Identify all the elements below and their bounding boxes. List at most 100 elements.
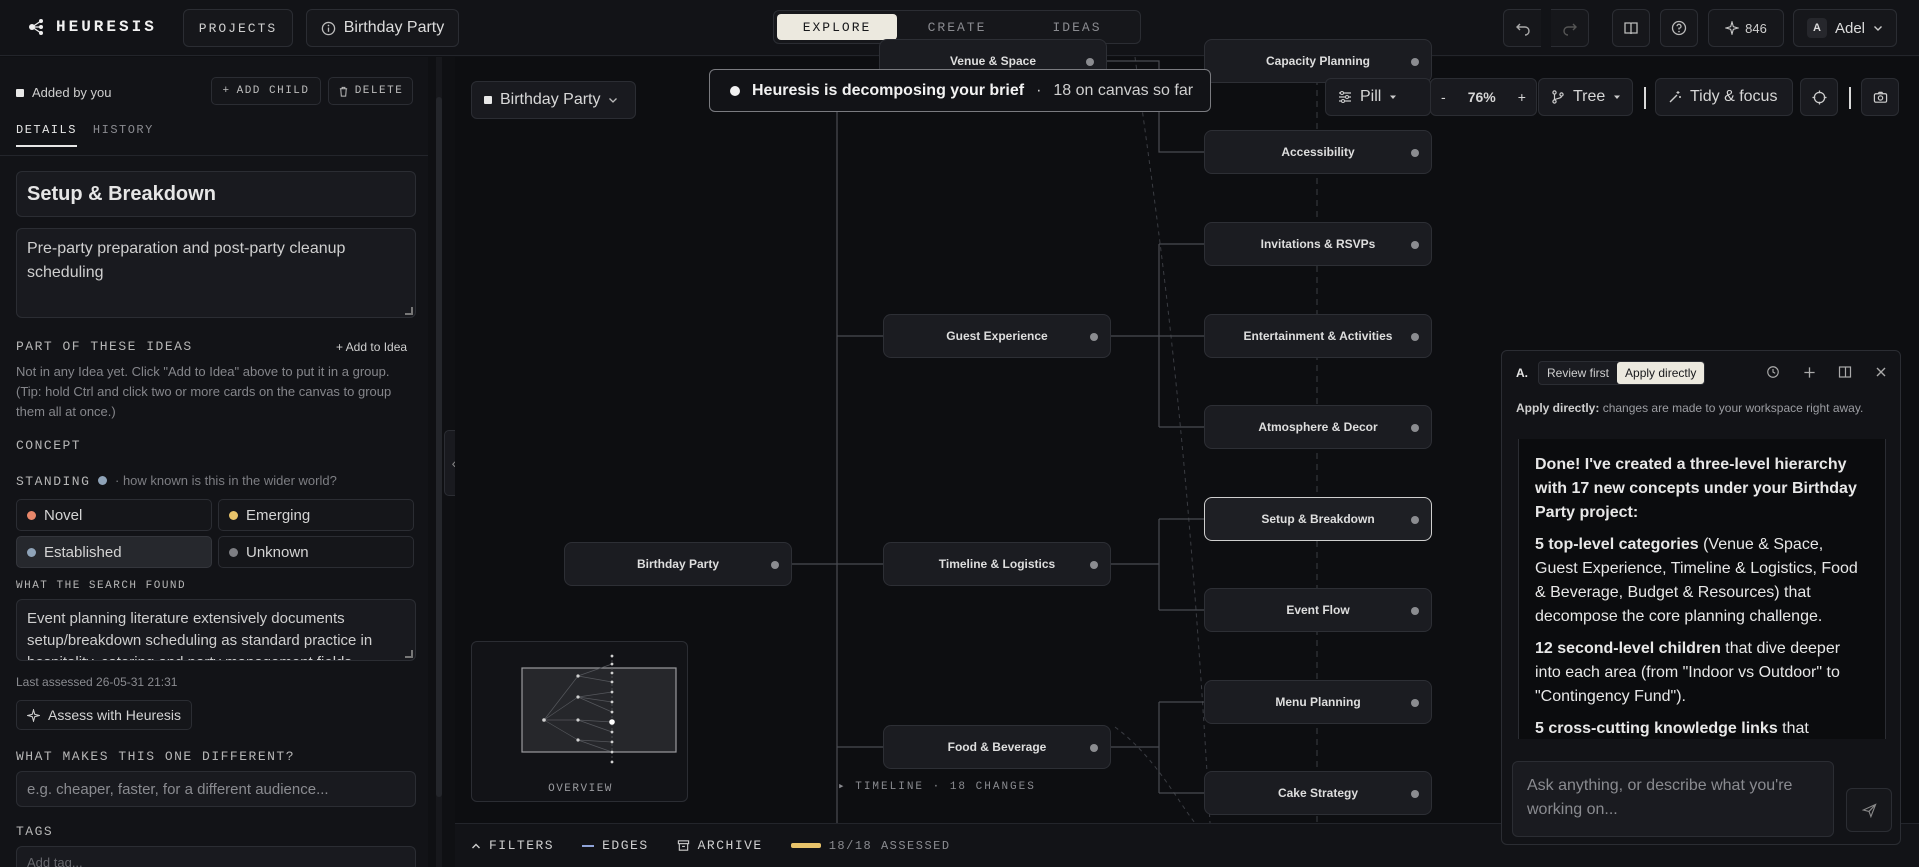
app-logo[interactable]: HEURESIS bbox=[26, 17, 157, 37]
node-event-flow[interactable]: Event Flow bbox=[1204, 588, 1432, 632]
concept-section-label: CONCEPT bbox=[16, 438, 82, 453]
node-handle-icon[interactable] bbox=[1411, 149, 1419, 157]
chat-header-actions bbox=[1764, 363, 1890, 381]
node-handle-icon[interactable] bbox=[1411, 333, 1419, 341]
tab-explore[interactable]: EXPLORE bbox=[777, 14, 897, 40]
node-cake-strategy[interactable]: Cake Strategy bbox=[1204, 771, 1432, 815]
project-selector[interactable]: Birthday Party bbox=[471, 81, 636, 119]
node-handle-icon[interactable] bbox=[1090, 561, 1098, 569]
timeline-toggle[interactable]: ▸ TIMELINE · 18 CHANGES bbox=[838, 781, 1036, 793]
layout-dropdown[interactable]: Tree bbox=[1538, 78, 1633, 116]
concept-details-panel: Added by you + ADD CHILD DELETE DETAILS … bbox=[0, 57, 428, 867]
edges-button[interactable]: EDGES bbox=[582, 838, 649, 853]
undo-button[interactable] bbox=[1503, 9, 1541, 47]
minimap[interactable]: OVERVIEW bbox=[471, 641, 688, 802]
node-label: Entertainment & Activities bbox=[1243, 329, 1393, 343]
new-chat-button[interactable] bbox=[1800, 363, 1818, 381]
point-2-text: that dive deeper into each area (from "I… bbox=[1535, 640, 1841, 705]
node-invitations-rsvps[interactable]: Invitations & RSVPs bbox=[1204, 222, 1432, 266]
node-timeline-logistics[interactable]: Timeline & Logistics bbox=[883, 542, 1111, 586]
node-handle-icon[interactable] bbox=[1086, 58, 1094, 66]
docs-button[interactable] bbox=[1612, 9, 1650, 47]
left-panel-scrollbar[interactable] bbox=[436, 57, 442, 867]
tab-create[interactable]: CREATE bbox=[927, 19, 987, 35]
node-atmosphere-decor[interactable]: Atmosphere & Decor bbox=[1204, 405, 1432, 449]
view-mode-dropdown[interactable]: Pill bbox=[1325, 78, 1431, 116]
node-label: Food & Beverage bbox=[947, 740, 1047, 754]
node-handle-icon[interactable] bbox=[1411, 607, 1419, 615]
resize-grip-icon[interactable] bbox=[405, 307, 413, 315]
help-button[interactable] bbox=[1660, 9, 1698, 47]
node-setup-breakdown[interactable]: Setup & Breakdown bbox=[1204, 497, 1432, 541]
help-icon bbox=[1671, 20, 1687, 36]
send-button[interactable] bbox=[1846, 788, 1892, 832]
node-handle-icon[interactable] bbox=[1411, 424, 1419, 432]
credits-button[interactable]: 846 bbox=[1708, 9, 1784, 47]
concept-description-input[interactable]: Pre-party preparation and post-party cle… bbox=[16, 228, 416, 318]
add-to-idea-button[interactable]: + Add to Idea bbox=[336, 340, 408, 354]
standing-option-emerging[interactable]: Emerging bbox=[218, 499, 414, 531]
details-tabs: DETAILS HISTORY bbox=[16, 123, 154, 147]
close-chat-button[interactable] bbox=[1872, 363, 1890, 381]
search-found-text[interactable]: Event planning literature extensively do… bbox=[16, 599, 416, 661]
archive-label: ARCHIVE bbox=[697, 838, 763, 853]
standing-option-unknown[interactable]: Unknown bbox=[218, 536, 414, 568]
standing-option-established[interactable]: Established bbox=[16, 536, 212, 568]
zoom-out-button[interactable]: - bbox=[1441, 89, 1446, 105]
tidy-focus-button[interactable]: Tidy & focus bbox=[1655, 78, 1793, 116]
apply-directly-option[interactable]: Apply directly bbox=[1617, 362, 1705, 384]
projects-button[interactable]: PROJECTS bbox=[183, 9, 293, 47]
scrollbar-thumb[interactable] bbox=[436, 97, 442, 797]
node-handle-icon[interactable] bbox=[1411, 241, 1419, 249]
node-handle-icon[interactable] bbox=[1090, 333, 1098, 341]
tab-history[interactable]: HISTORY bbox=[92, 123, 154, 137]
standing-label: STANDING bbox=[16, 474, 91, 489]
project-info-button[interactable]: Birthday Party bbox=[306, 9, 459, 47]
standing-option-novel[interactable]: Novel bbox=[16, 499, 212, 531]
node-handle-icon[interactable] bbox=[1411, 516, 1419, 524]
target-icon bbox=[1811, 89, 1827, 105]
tab-details[interactable]: DETAILS bbox=[16, 123, 77, 147]
node-food-beverage[interactable]: Food & Beverage bbox=[883, 725, 1111, 769]
redo-button[interactable] bbox=[1551, 9, 1589, 47]
standing-hint-text: · how known is this in the wider world? bbox=[115, 473, 337, 488]
chat-input[interactable]: Ask anything, or describe what you're wo… bbox=[1512, 761, 1834, 837]
node-handle-icon[interactable] bbox=[1411, 790, 1419, 798]
add-child-button[interactable]: + ADD CHILD bbox=[211, 77, 321, 105]
node-guest-experience[interactable]: Guest Experience bbox=[883, 314, 1111, 358]
node-entertainment-activities[interactable]: Entertainment & Activities bbox=[1204, 314, 1432, 358]
node-menu-planning[interactable]: Menu Planning bbox=[1204, 680, 1432, 724]
different-input[interactable]: e.g. cheaper, faster, for a different au… bbox=[16, 771, 416, 807]
avatar: A bbox=[1806, 18, 1827, 38]
node-capacity-planning[interactable]: Capacity Planning bbox=[1204, 39, 1432, 83]
minimap-graph bbox=[521, 654, 677, 764]
assess-button[interactable]: Assess with Heuresis bbox=[16, 700, 192, 730]
tab-ideas[interactable]: IDEAS bbox=[1052, 19, 1102, 35]
mode-note-bold: Apply directly: bbox=[1516, 401, 1600, 415]
node-handle-icon[interactable] bbox=[771, 561, 779, 569]
snapshot-button[interactable] bbox=[1861, 78, 1899, 116]
node-handle-icon[interactable] bbox=[1090, 744, 1098, 752]
history-button[interactable] bbox=[1764, 363, 1782, 381]
last-assessed: Last assessed 26-05-31 21:31 bbox=[16, 675, 178, 689]
resize-grip-icon[interactable] bbox=[405, 650, 413, 658]
node-birthday-party[interactable]: Birthday Party bbox=[564, 542, 792, 586]
dock-button[interactable] bbox=[1836, 363, 1854, 381]
recenter-button[interactable] bbox=[1800, 78, 1838, 116]
node-handle-icon[interactable] bbox=[1411, 58, 1419, 66]
point-3-text: that connect related concepts across dif… bbox=[1782, 720, 1809, 737]
review-first-option[interactable]: Review first bbox=[1547, 366, 1610, 380]
node-accessibility[interactable]: Accessibility bbox=[1204, 130, 1432, 174]
sparkle-icon bbox=[1725, 21, 1740, 35]
node-handle-icon[interactable] bbox=[1411, 699, 1419, 707]
zoom-in-button[interactable]: + bbox=[1517, 89, 1526, 105]
concept-title-input[interactable]: Setup & Breakdown bbox=[16, 171, 416, 217]
assessed-status: 18/18 ASSESSED bbox=[790, 839, 951, 853]
delete-button[interactable]: DELETE bbox=[328, 77, 413, 105]
layout-label: Tree bbox=[1573, 88, 1606, 105]
archive-button[interactable]: ARCHIVE bbox=[677, 838, 763, 853]
filters-button[interactable]: FILTERS bbox=[471, 838, 554, 853]
user-menu-button[interactable]: A Adel bbox=[1793, 9, 1897, 47]
tags-input[interactable]: Add tag... bbox=[16, 846, 416, 867]
option-label: Emerging bbox=[246, 506, 311, 524]
